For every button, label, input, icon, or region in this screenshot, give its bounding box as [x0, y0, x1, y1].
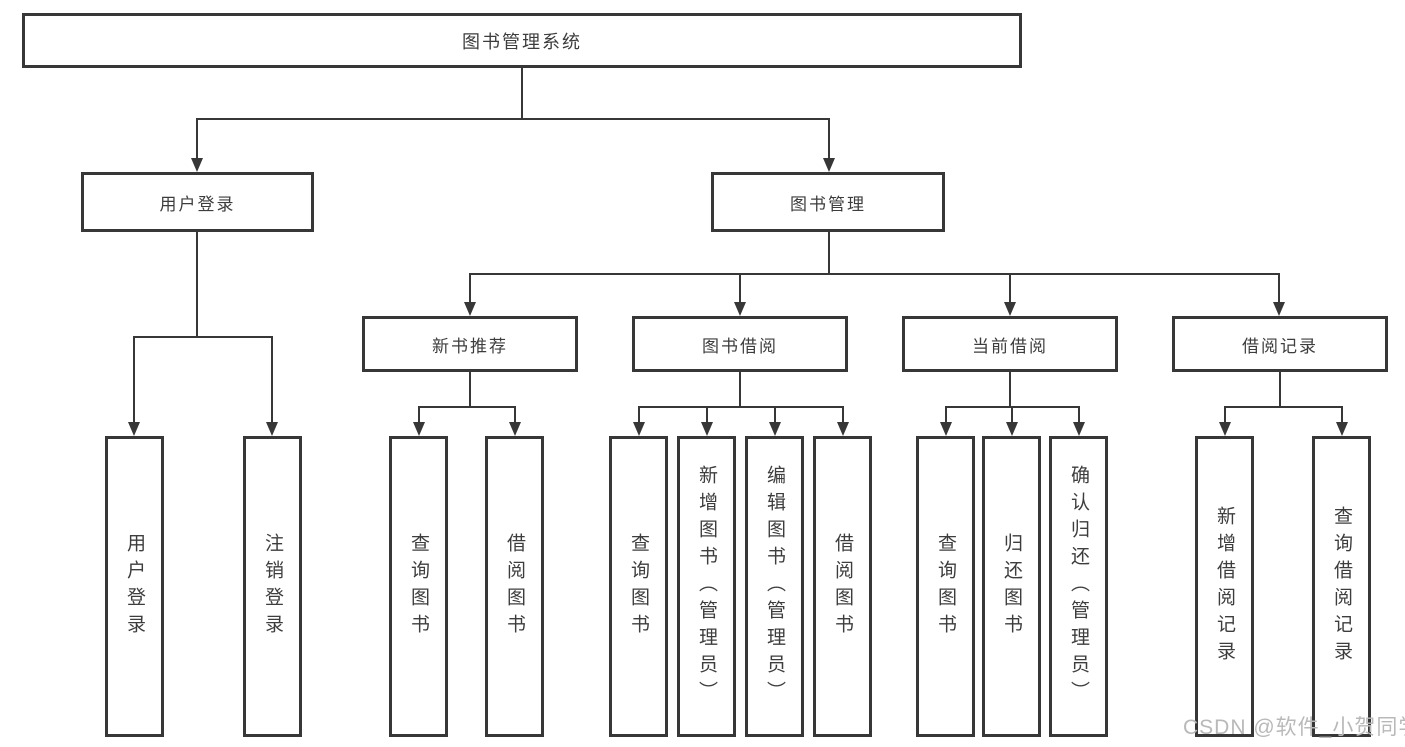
- connector-line: [418, 406, 420, 422]
- node-label: 当前借阅: [972, 336, 1048, 356]
- leaf-query-books-1: 查询图书: [389, 436, 448, 737]
- arrow-down-icon: [509, 422, 521, 436]
- node-label: 图书借阅: [702, 336, 778, 356]
- leaf-edit-books-admin: 编辑图书（管理员）: [745, 436, 804, 737]
- connector-line: [1009, 273, 1011, 302]
- connector-line: [1011, 406, 1013, 422]
- connector-line: [469, 273, 471, 302]
- leaf-label: 确认归还（管理员）: [1068, 465, 1089, 708]
- arrow-down-icon: [823, 158, 835, 172]
- connector-line: [739, 273, 741, 302]
- leaf-user-login: 用户登录: [105, 436, 164, 737]
- connector-line: [945, 406, 947, 422]
- connector-line: [739, 372, 741, 408]
- connector-line: [1278, 273, 1280, 302]
- connector-line: [638, 406, 844, 408]
- arrow-down-icon: [266, 422, 278, 436]
- leaf-borrow-books-2: 借阅图书: [813, 436, 872, 737]
- leaf-label: 编辑图书（管理员）: [764, 465, 785, 708]
- connector-line: [828, 118, 830, 158]
- node-label: 借阅记录: [1242, 336, 1318, 356]
- leaf-add-books-admin: 新增图书（管理员）: [677, 436, 736, 737]
- arrow-down-icon: [940, 422, 952, 436]
- arrow-down-icon: [464, 302, 476, 316]
- leaf-label: 注销登录: [262, 532, 283, 641]
- arrow-down-icon: [734, 302, 746, 316]
- node-borrow-record: 借阅记录: [1172, 316, 1388, 372]
- arrow-down-icon: [633, 422, 645, 436]
- leaf-label: 查询图书: [935, 532, 956, 641]
- leaf-logout: 注销登录: [243, 436, 302, 737]
- leaf-label: 查询图书: [628, 532, 649, 641]
- connector-line: [271, 336, 273, 422]
- leaf-label: 新增借阅记录: [1214, 505, 1235, 668]
- leaf-label: 借阅图书: [832, 532, 853, 641]
- csdn-watermark: CSDN @软件_小贺同学: [1183, 716, 1405, 739]
- connector-line: [418, 406, 516, 408]
- connector-line: [469, 273, 1280, 275]
- arrow-down-icon: [1336, 422, 1348, 436]
- arrow-down-icon: [1073, 422, 1085, 436]
- node-book-borrow: 图书借阅: [632, 316, 848, 372]
- leaf-label: 查询图书: [408, 532, 429, 641]
- node-current-borrow: 当前借阅: [902, 316, 1118, 372]
- connector-line: [638, 406, 640, 422]
- node-new-book-recommend: 新书推荐: [362, 316, 578, 372]
- connector-line: [196, 118, 830, 120]
- arrow-down-icon: [1273, 302, 1285, 316]
- node-label: 图书管理: [790, 194, 866, 214]
- connector-line: [469, 372, 471, 408]
- node-book-management: 图书管理: [711, 172, 945, 232]
- connector-line: [196, 118, 198, 158]
- connector-line: [133, 336, 135, 422]
- leaf-query-books-3: 查询图书: [916, 436, 975, 737]
- connector-line: [521, 68, 523, 118]
- arrow-down-icon: [413, 422, 425, 436]
- arrow-down-icon: [837, 422, 849, 436]
- connector-line: [1078, 406, 1080, 422]
- arrow-down-icon: [701, 422, 713, 436]
- connector-line: [706, 406, 708, 422]
- arrow-down-icon: [1004, 302, 1016, 316]
- leaf-label: 新增图书（管理员）: [696, 465, 717, 708]
- node-user-login: 用户登录: [81, 172, 314, 232]
- arrow-down-icon: [128, 422, 140, 436]
- leaf-query-books-2: 查询图书: [609, 436, 668, 737]
- leaf-label: 归还图书: [1001, 532, 1022, 641]
- connector-line: [196, 232, 198, 336]
- arrow-down-icon: [769, 422, 781, 436]
- connector-line: [1224, 406, 1343, 408]
- connector-line: [1279, 372, 1281, 408]
- node-root-label: 图书管理系统: [462, 31, 582, 52]
- node-label: 用户登录: [159, 194, 236, 214]
- leaf-query-borrow-record: 查询借阅记录: [1312, 436, 1371, 737]
- leaf-label: 查询借阅记录: [1331, 505, 1352, 668]
- leaf-confirm-return-admin: 确认归还（管理员）: [1049, 436, 1108, 737]
- arrow-down-icon: [1006, 422, 1018, 436]
- leaf-borrow-books-1: 借阅图书: [485, 436, 544, 737]
- connector-line: [1009, 372, 1011, 408]
- connector-line: [133, 336, 273, 338]
- leaf-return-books: 归还图书: [982, 436, 1041, 737]
- connector-line: [842, 406, 844, 422]
- leaf-label: 借阅图书: [504, 532, 525, 641]
- connector-line: [1341, 406, 1343, 422]
- node-label: 新书推荐: [432, 336, 508, 356]
- connector-line: [514, 406, 516, 422]
- connector-line: [828, 232, 830, 273]
- leaf-label: 用户登录: [124, 532, 145, 641]
- leaf-add-borrow-record: 新增借阅记录: [1195, 436, 1254, 737]
- connector-line: [1224, 406, 1226, 422]
- arrow-down-icon: [1219, 422, 1231, 436]
- connector-line: [774, 406, 776, 422]
- arrow-down-icon: [191, 158, 203, 172]
- node-root: 图书管理系统: [22, 13, 1022, 68]
